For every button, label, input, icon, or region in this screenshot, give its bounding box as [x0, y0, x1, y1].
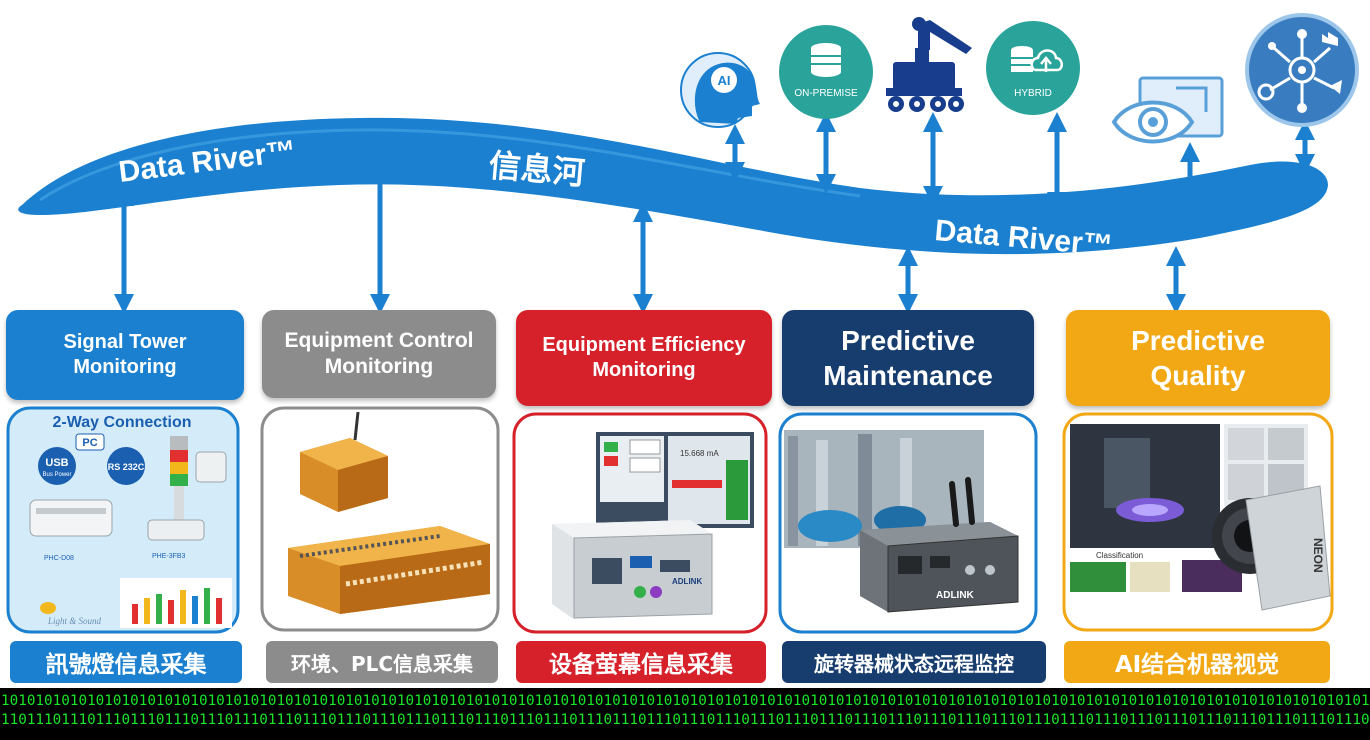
svg-text:RS 232C: RS 232C	[108, 462, 145, 472]
svg-text:NEON: NEON	[1311, 538, 1325, 573]
binary-line-2: 1101110111011101110111011101110111011101…	[1, 712, 1370, 728]
svg-text:15.668 mA: 15.668 mA	[680, 449, 719, 458]
ai-head-icon: AI	[680, 52, 760, 128]
equipment-efficiency-graphic: 15.668 mA ADLINK	[512, 412, 768, 634]
predictive-maintenance-graphic: ADLINK	[778, 412, 1038, 634]
svg-text:2-Way Connection: 2-Way Connection	[53, 414, 192, 431]
svg-text:ON-PREMISE: ON-PREMISE	[794, 88, 858, 99]
river-label-cn: 信息河	[487, 146, 586, 192]
plc-modules-graphic	[260, 406, 500, 632]
svg-text:Light & Sound: Light & Sound	[47, 616, 102, 626]
svg-text:PHC-D08: PHC-D08	[44, 555, 74, 562]
predictive-quality-graphic: Classification NEON	[1062, 412, 1334, 632]
binary-stream-footer: 1010101010101010101010101010101010101010…	[0, 688, 1370, 740]
svg-text:USB: USB	[45, 457, 68, 469]
signal-tower-graphic: 2-Way Connection PC USB Bus Power RS 232…	[6, 406, 240, 634]
caption-signal-tower: 訊號燈信息采集	[10, 641, 242, 683]
hybrid-cloud-icon: HYBRID	[986, 21, 1080, 115]
caption-predictive-maintenance: 旋转器械状态远程监控	[782, 641, 1046, 683]
robot-arm-icon	[886, 17, 972, 112]
on-premise-database-icon: ON-PREMISE	[779, 25, 873, 119]
caption-equipment-control: 环境、PLC信息采集	[266, 641, 498, 683]
svg-text:PHE-3FB3: PHE-3FB3	[152, 553, 186, 560]
data-river-band	[18, 117, 1328, 255]
svg-text:ADLINK: ADLINK	[672, 577, 702, 586]
caption-equipment-efficiency: 设备萤幕信息采集	[516, 641, 766, 683]
svg-text:HYBRID: HYBRID	[1014, 88, 1052, 99]
svg-text:Classification: Classification	[1096, 551, 1143, 560]
svg-text:PC: PC	[82, 437, 97, 449]
binary-line-1: 1010101010101010101010101010101010101010…	[1, 693, 1370, 709]
caption-predictive-quality: AI结合机器视觉	[1064, 641, 1330, 683]
svg-text:AI: AI	[718, 73, 731, 88]
iot-network-icon	[1245, 13, 1359, 127]
svg-text:Bus Power: Bus Power	[42, 472, 71, 478]
vision-eye-icon	[1111, 76, 1224, 144]
data-river-highlight	[39, 128, 861, 202]
svg-text:ADLINK: ADLINK	[936, 590, 975, 601]
